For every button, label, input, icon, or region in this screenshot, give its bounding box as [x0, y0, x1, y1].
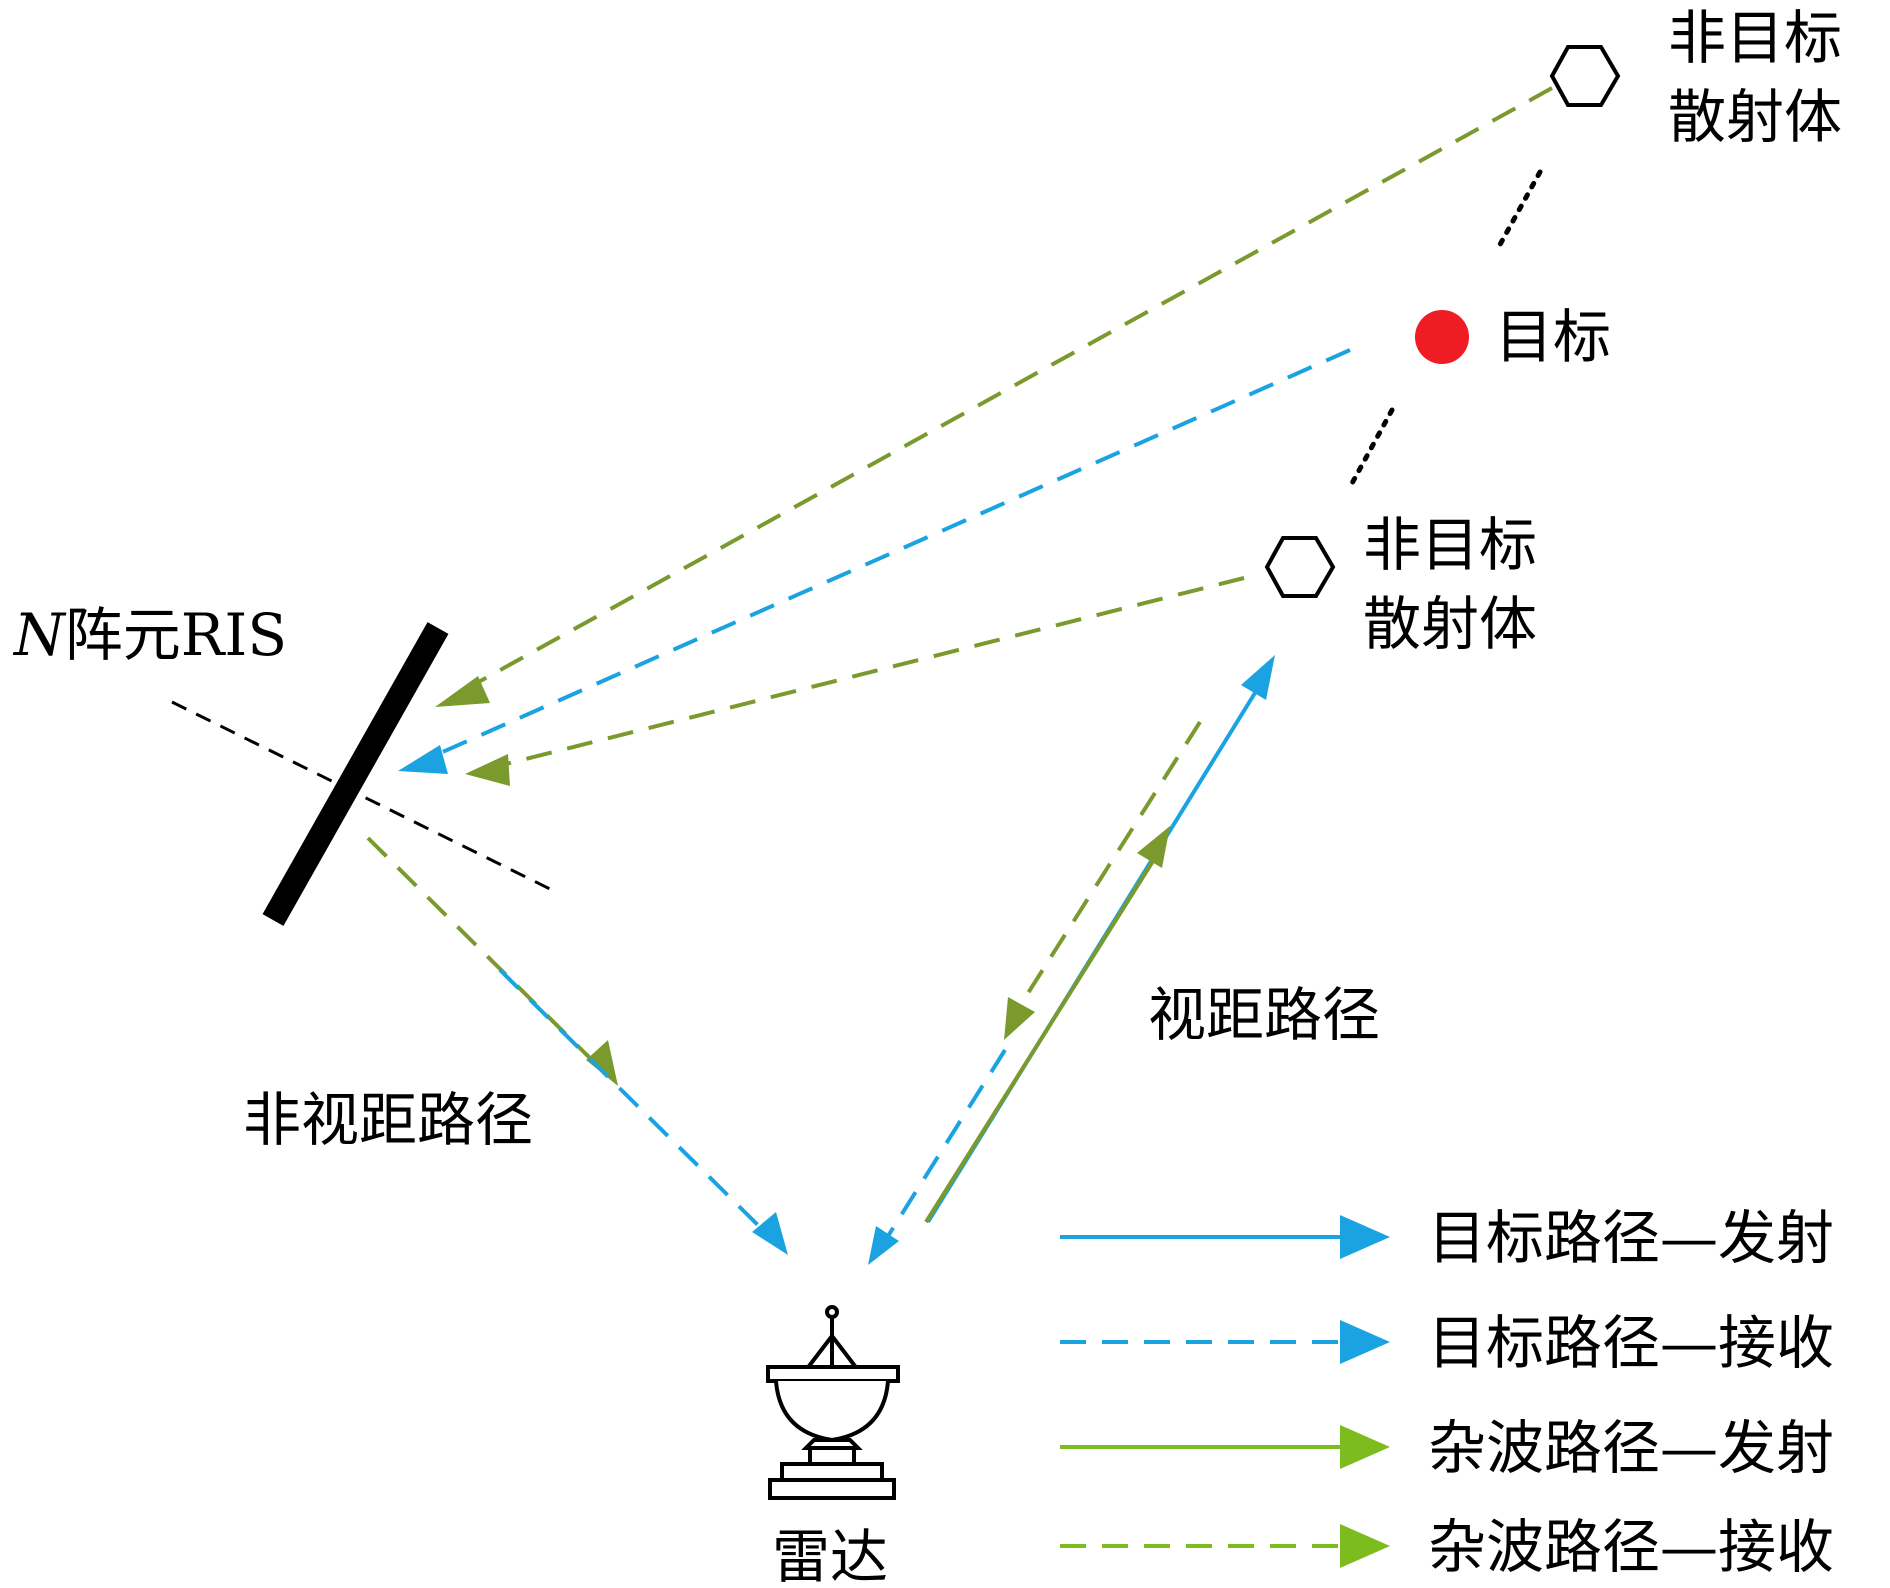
target-path-target-to-ris — [419, 348, 1351, 764]
legend-item-target-transmit: 目标路径—发射 — [1060, 1204, 1834, 1272]
dotted-connector-lower — [1347, 407, 1395, 490]
clutter-arrowhead-far — [435, 676, 490, 707]
radar-label: 雷达 — [772, 1523, 888, 1583]
near-scatterer-label-line1: 非目标 — [1363, 511, 1537, 579]
ris-panel-icon — [262, 622, 449, 926]
dotted-connector-upper — [1494, 169, 1543, 253]
los-target-transmit-arrowhead — [1241, 655, 1275, 700]
los-clutter-receive-arrowhead — [1004, 997, 1035, 1040]
far-scatterer-label-line1: 非目标 — [1668, 4, 1842, 72]
legend-label-clutter-receive: 杂波路径—接收 — [1428, 1513, 1834, 1581]
ris-normal-line — [171, 700, 553, 892]
near-scatterer-label-line2: 散射体 — [1363, 590, 1537, 658]
ris-label-n: N — [12, 601, 67, 669]
target-arrowhead-ris — [398, 745, 448, 774]
ris-label: N阵元RIS — [12, 601, 287, 669]
legend: 目标路径—发射 目标路径—接收 杂波路径—发射 杂波路径—接收 — [1060, 1204, 1834, 1581]
arrow-solid-green-icon — [1340, 1425, 1390, 1469]
los-path-label: 视距路径 — [1148, 981, 1380, 1049]
arrow-dashed-green-icon — [1340, 1524, 1390, 1568]
los-clutter-transmit-arrowhead — [1137, 826, 1170, 868]
red-dot-icon-target — [1415, 310, 1469, 364]
los-target-receive-arrowhead — [868, 1226, 899, 1265]
nlos-path-label: 非视距路径 — [243, 1086, 533, 1154]
arrow-dashed-blue-icon — [1340, 1320, 1390, 1364]
legend-label-clutter-transmit: 杂波路径—发射 — [1428, 1414, 1834, 1482]
legend-item-clutter-transmit: 杂波路径—发射 — [1060, 1414, 1834, 1482]
los-path-target-receive — [876, 1048, 1007, 1254]
far-scatterer-label-line2: 散射体 — [1668, 83, 1842, 151]
legend-label-target-receive: 目标路径—接收 — [1428, 1309, 1834, 1377]
clutter-arrowhead-near — [465, 754, 510, 786]
radar-dish-icon — [766, 1305, 900, 1500]
hexagon-icon-far-scatterer — [1549, 45, 1621, 107]
legend-item-clutter-receive: 杂波路径—接收 — [1060, 1513, 1834, 1581]
nlos-path-target — [498, 968, 772, 1239]
arrow-solid-blue-icon — [1340, 1215, 1390, 1259]
legend-label-target-transmit: 目标路径—发射 — [1428, 1204, 1834, 1272]
target-label: 目标 — [1495, 303, 1611, 371]
hexagon-icon-near-scatterer — [1264, 536, 1336, 598]
nlos-target-arrowhead — [752, 1212, 788, 1255]
nlos-clutter-arrowhead — [586, 1040, 618, 1086]
clutter-path-near-scatterer-to-ris — [489, 576, 1245, 770]
los-path-clutter-transmit — [924, 848, 1162, 1224]
ris-label-rest: 阵元RIS — [65, 601, 287, 669]
los-path-clutter-receive — [1014, 720, 1202, 1014]
legend-item-target-receive: 目标路径—接收 — [1060, 1309, 1834, 1377]
